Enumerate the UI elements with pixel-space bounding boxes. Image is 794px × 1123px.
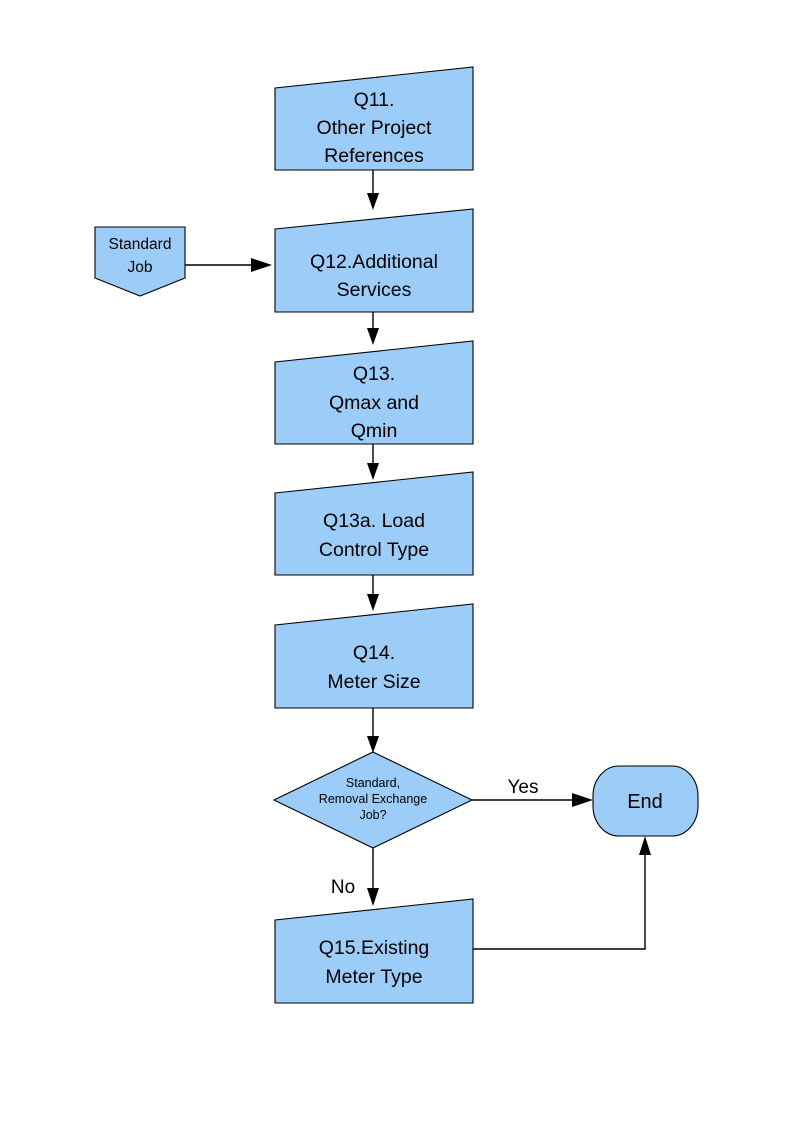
q12-label-line1: Q12.Additional	[310, 251, 438, 273]
q14-label-line2: Meter Size	[327, 671, 420, 693]
decision-label-line2: Removal Exchange	[319, 792, 427, 806]
decision-shape[interactable]	[272, 751, 474, 849]
standard-job-label-line2: Job	[128, 259, 153, 276]
edge-q11-to-q12	[367, 170, 379, 210]
q13-label-line1: Q13.	[353, 363, 395, 385]
q11-label-line1: Q11.	[354, 89, 395, 111]
q15-label-line1: Q15.Existing	[319, 937, 430, 959]
q14-shape[interactable]	[274, 603, 474, 709]
node-q15[interactable]: Q15.Existing Meter Type	[274, 898, 474, 1004]
node-standard-job[interactable]: Standard Job	[94, 226, 186, 297]
edge-standard-job-to-q12	[185, 258, 272, 272]
q13a-shape[interactable]	[274, 471, 474, 576]
end-label: End	[627, 791, 663, 813]
q11-label-line2: Other Project	[317, 117, 432, 139]
edge-decision-to-end-yes	[472, 793, 593, 807]
node-q11[interactable]: Q11. Other Project References	[274, 66, 474, 171]
q12-shape[interactable]	[274, 208, 474, 313]
node-q12[interactable]: Q12.Additional Services	[274, 208, 474, 313]
node-decision[interactable]: Standard, Removal Exchange Job?	[272, 751, 474, 849]
node-end[interactable]: End	[592, 765, 699, 837]
q11-label-line3: References	[324, 145, 424, 167]
standard-job-label-line1: Standard	[109, 236, 172, 253]
edge-q13-to-q13a	[367, 444, 379, 480]
q15-shape[interactable]	[274, 898, 474, 1004]
q12-label-line2: Services	[337, 279, 412, 301]
edge-label-yes: Yes	[508, 777, 539, 798]
q13-shape[interactable]	[274, 340, 474, 445]
node-q14[interactable]: Q14. Meter Size	[274, 603, 474, 709]
edge-decision-to-q15-no	[367, 848, 379, 906]
q13a-label-line1: Q13a. Load	[323, 510, 425, 532]
q13-label-line2: Qmax and	[329, 392, 419, 414]
edge-q15-to-end	[473, 836, 651, 950]
q11-shape[interactable]	[274, 66, 474, 171]
q13a-label-line2: Control Type	[319, 539, 429, 561]
node-q13[interactable]: Q13. Qmax and Qmin	[274, 340, 474, 445]
node-q13a[interactable]: Q13a. Load Control Type	[274, 471, 474, 576]
edge-q14-to-decision	[367, 708, 379, 753]
q14-label-line1: Q14.	[353, 642, 395, 664]
edge-q13a-to-q14	[367, 575, 379, 611]
decision-label-line3: Job?	[359, 808, 386, 822]
edge-label-no: No	[331, 877, 355, 898]
edge-q12-to-q13	[367, 312, 379, 345]
end-shape[interactable]	[592, 765, 699, 837]
decision-label-line1: Standard,	[346, 776, 400, 790]
q13-label-line3: Qmin	[351, 420, 398, 442]
standard-job-shape[interactable]	[94, 226, 186, 297]
q15-label-line2: Meter Type	[325, 966, 422, 988]
